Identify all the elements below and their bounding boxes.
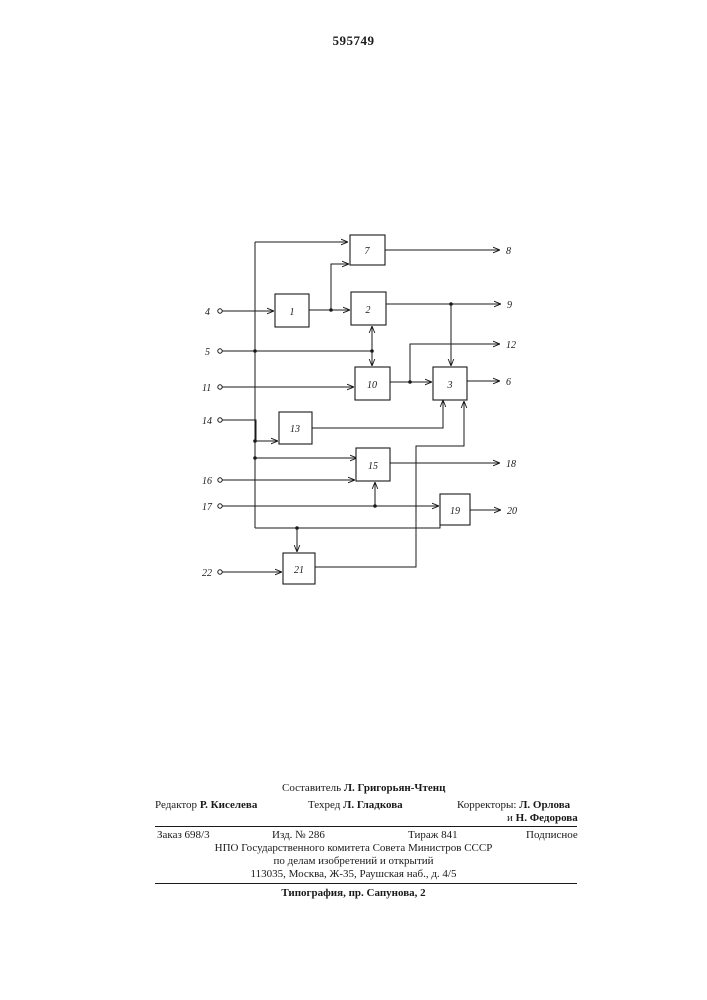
output-label-6: 6 bbox=[506, 377, 511, 388]
editor-line: Редактор Р. Киселева bbox=[155, 799, 257, 811]
input-labels: 4 5 11 14 16 17 22 bbox=[202, 307, 213, 579]
output-label-8: 8 bbox=[506, 246, 511, 257]
divider-bottom bbox=[155, 883, 577, 884]
print-run: Тираж 841 bbox=[408, 829, 458, 841]
input-label-14: 14 bbox=[202, 416, 212, 427]
divider-top bbox=[155, 826, 577, 827]
block-21: 21 bbox=[283, 553, 315, 584]
block-label: 10 bbox=[367, 380, 377, 391]
correctors-label: Корректоры: bbox=[457, 799, 516, 811]
editor-name: Р. Киселева bbox=[200, 799, 258, 811]
editor-label: Редактор bbox=[155, 799, 197, 811]
techred-line: Техред Л. Гладкова bbox=[308, 799, 403, 811]
input-label-17: 17 bbox=[202, 502, 213, 513]
output-label-9: 9 bbox=[507, 300, 512, 311]
input-terminals bbox=[218, 309, 222, 574]
block-label: 19 bbox=[450, 506, 460, 517]
org-line-1: НПО Государственного комитета Совета Мин… bbox=[0, 842, 707, 854]
output-labels: 8 9 12 6 18 20 bbox=[506, 246, 517, 517]
typography: Типография, пр. Сапунова, 2 bbox=[0, 887, 707, 899]
correctors-line: Корректоры: Л. Орлова bbox=[457, 799, 570, 811]
corrector-1: Л. Орлова bbox=[519, 799, 570, 811]
edition-number: Изд. № 286 bbox=[272, 829, 325, 841]
block-3: 3 bbox=[433, 367, 467, 400]
techred-label: Техред bbox=[308, 799, 340, 811]
input-label-5: 5 bbox=[205, 347, 210, 358]
techred-name: Л. Гладкова bbox=[343, 799, 403, 811]
output-label-18: 18 bbox=[506, 459, 516, 470]
output-label-20: 20 bbox=[507, 506, 517, 517]
block-7: 7 bbox=[350, 235, 385, 265]
block-19: 19 bbox=[440, 494, 470, 525]
block-1: 1 bbox=[275, 294, 309, 327]
compiler-label: Составитель bbox=[282, 782, 341, 794]
input-label-4: 4 bbox=[205, 307, 210, 318]
corrector-2: Н. Федорова bbox=[516, 812, 578, 824]
block-label: 13 bbox=[290, 424, 300, 435]
block-13: 13 bbox=[279, 412, 312, 444]
compiler-name: Л. Григорьян-Чтенц bbox=[344, 782, 446, 794]
order-number: Заказ 698/3 bbox=[157, 829, 210, 841]
input-label-11: 11 bbox=[202, 383, 211, 394]
org-line-2: по делам изобретений и открытий bbox=[0, 855, 707, 867]
block-10: 10 bbox=[355, 367, 390, 400]
block-label: 15 bbox=[368, 461, 378, 472]
block-label: 3 bbox=[447, 380, 453, 391]
address: 113035, Москва, Ж-35, Раушская наб., д. … bbox=[0, 868, 707, 880]
input-label-22: 22 bbox=[202, 568, 212, 579]
block-label: 21 bbox=[294, 565, 304, 576]
input-label-16: 16 bbox=[202, 476, 212, 487]
block-2: 2 bbox=[351, 292, 386, 325]
output-label-12: 12 bbox=[506, 340, 516, 351]
compiler-line: Составитель Л. Григорьян-Чтенц bbox=[282, 782, 445, 794]
corrector-2-prefix: и bbox=[507, 812, 513, 824]
subscription: Подписное bbox=[526, 829, 578, 841]
block-15: 15 bbox=[356, 448, 390, 481]
corrector-2-line: и Н. Федорова bbox=[507, 812, 578, 824]
block-label: 1 bbox=[290, 307, 295, 318]
block-label: 2 bbox=[366, 305, 371, 316]
